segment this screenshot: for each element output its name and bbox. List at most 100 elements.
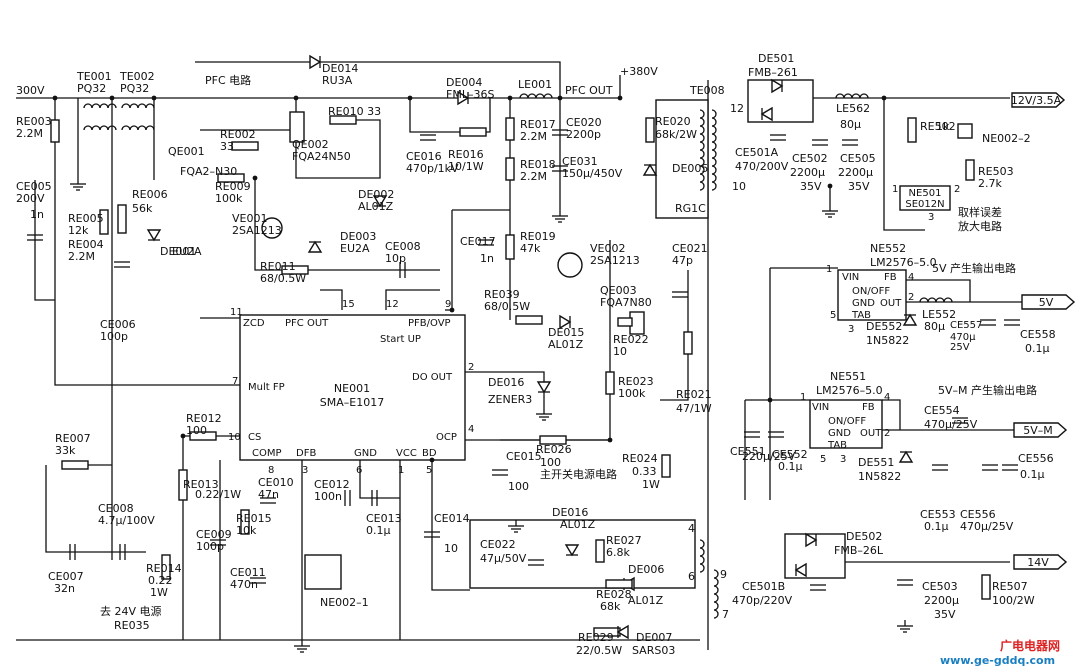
pin-number-9: 9: [445, 299, 451, 310]
out5v-label: 5V 产生输出电路: [932, 261, 1016, 275]
reg1-gnd: GND: [852, 298, 875, 309]
ref-re024: RE024: [622, 452, 658, 465]
wire: [409, 98, 491, 133]
pin-number-8: 8: [268, 465, 274, 476]
ref-qe002: QE002: [292, 138, 329, 151]
input-300v: 300V: [16, 84, 45, 97]
mosfet-qe002: [289, 111, 305, 143]
ref-qe003: QE003: [600, 284, 637, 297]
out-5v-flag: [1021, 294, 1076, 310]
val-ce501a: 470/200V: [735, 160, 789, 173]
ref-de014: DE014: [322, 62, 358, 75]
val-ce552: 0.1μ: [778, 460, 803, 473]
ref-re011: RE011: [260, 260, 296, 273]
reg1-pin1: 1: [826, 264, 832, 275]
junction-dot: [52, 95, 58, 101]
diode: [794, 562, 807, 578]
ref-re002: RE002: [220, 128, 256, 141]
ref-de007: DE007: [636, 631, 672, 644]
ref-re007: RE007: [55, 432, 91, 445]
inductor-turn: [713, 585, 719, 595]
ref-re507: RE507: [992, 580, 1028, 593]
junction-dot: [151, 95, 157, 101]
junction-dot: [607, 437, 613, 443]
junction-dot: [617, 95, 623, 101]
ref-de016b: DE016: [552, 506, 588, 519]
ref-re026: RE026: [536, 443, 572, 456]
val-re012: 100: [186, 424, 207, 437]
ref-re005: RE005: [68, 212, 104, 225]
val-qe001: FQA2–N30: [180, 165, 237, 178]
ref-re014: RE014: [146, 562, 182, 575]
wire: [882, 399, 901, 430]
inductor-turn: [711, 117, 717, 127]
diode: [898, 450, 914, 463]
resistor: [50, 119, 60, 143]
ref-de003: DE003: [340, 230, 376, 243]
val-re017: 2.2M: [520, 130, 547, 143]
pin-startup: Start UP: [380, 334, 421, 345]
inductor-turn: [121, 125, 131, 131]
ref-re028: RE028: [596, 588, 632, 601]
inductor-turn: [699, 181, 705, 191]
pin-7: 7: [722, 608, 729, 621]
inductor-turn: [121, 103, 131, 109]
ic-ref-name: NE501: [909, 188, 942, 199]
ref-te002: TE002: [119, 70, 155, 83]
watermark-cn: 广电电器网: [1000, 638, 1060, 653]
ref-ce021: CE021: [672, 242, 708, 255]
val-de501: FMB–261: [748, 66, 798, 79]
inductor-turn: [83, 103, 93, 109]
inductor-turn: [99, 125, 109, 131]
ref-qe001: QE001: [168, 145, 205, 158]
pin-number-4: 4: [468, 424, 474, 435]
val-re503: 2.7k: [978, 177, 1002, 190]
out-5vm: 5V–M: [1023, 424, 1053, 437]
ref-ce013: CE013: [366, 512, 402, 525]
val-re002: 33: [220, 140, 234, 153]
ref-de004: DE004: [446, 76, 482, 89]
inductor-turn: [129, 103, 139, 109]
resistor: [281, 265, 309, 275]
ref-re503: RE503: [978, 165, 1014, 178]
pin-zcd: ZCD: [243, 318, 265, 329]
out5vm-label: 5V–M 产生输出电路: [938, 383, 1037, 397]
ref-ne002-1: NE002–1: [320, 596, 369, 609]
val-de002: AL01Z: [358, 200, 394, 213]
junction-dot: [507, 95, 513, 101]
val-de004: FML–36S: [446, 88, 494, 101]
reg2-pin1: 1: [800, 392, 806, 403]
val-re039: 68/0.5W: [484, 300, 530, 313]
inductor-turn: [711, 133, 717, 143]
ref-ce016: CE016: [406, 150, 442, 163]
wires: [16, 61, 1022, 650]
ref-ce022: CE022: [480, 538, 516, 551]
ref-ce555: CE556: [1018, 452, 1054, 465]
val-ce554: 470μ/25V: [924, 418, 978, 431]
out-5v: 5V: [1039, 296, 1054, 309]
val-de003: EU2A: [340, 242, 370, 255]
val-ce555: 0.1μ: [1020, 468, 1045, 481]
ic-ne501: [899, 185, 951, 211]
resistor: [617, 317, 633, 327]
reg2-pin4: 4: [884, 392, 890, 403]
pin-vcc: VCC: [396, 448, 417, 459]
ref-re015: RE015: [236, 512, 272, 525]
diode: [536, 381, 552, 394]
ref-ce031: CE031: [562, 155, 598, 168]
inductor-turn: [711, 149, 717, 159]
reg1-tab: TAB: [851, 310, 871, 321]
ref-re029: RE029: [578, 631, 614, 644]
reg2-pin2: 2: [884, 428, 890, 439]
resistor: [189, 431, 217, 441]
val-ce503b: 35V: [934, 608, 956, 621]
ref-ce012: CE012: [314, 478, 350, 491]
ref-ce011: CE011: [230, 566, 266, 579]
val-ce005: 200V: [16, 192, 45, 205]
pin-pfcout: PFC OUT: [285, 318, 329, 329]
val-de502: FMB–26L: [834, 544, 884, 557]
val-qe002: FQA24N50: [292, 150, 351, 163]
inductor-turn: [83, 125, 93, 131]
inductor-turn: [91, 103, 101, 109]
